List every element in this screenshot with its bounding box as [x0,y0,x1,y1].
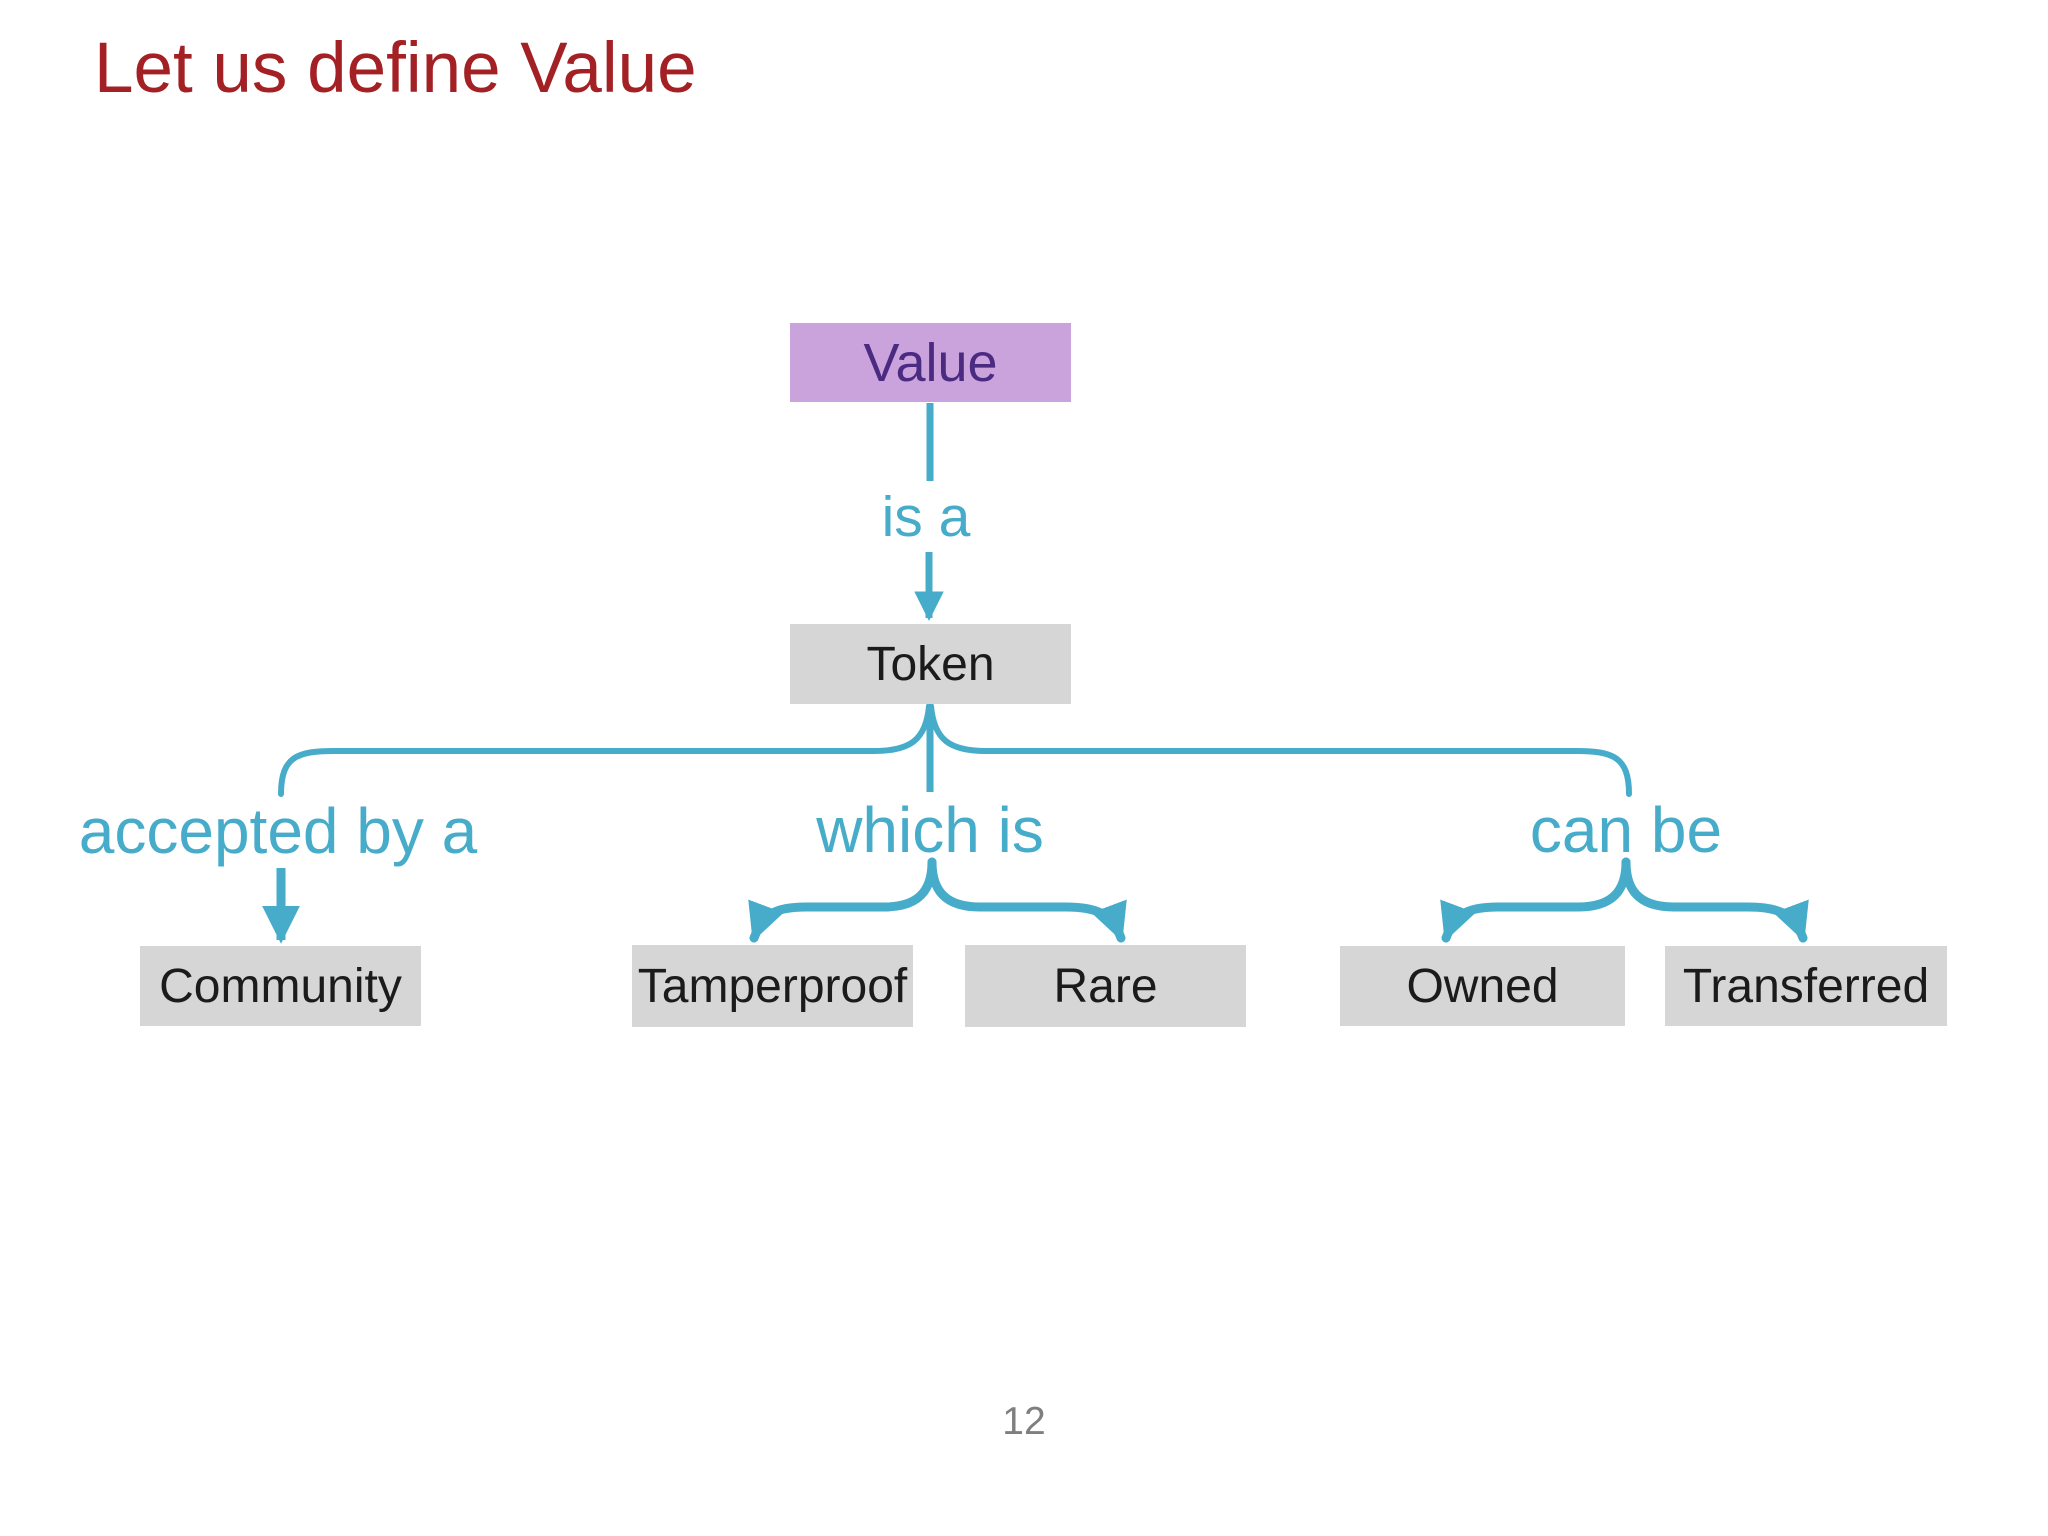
node-rare: Rare [965,945,1246,1027]
slide-title: Let us define Value [94,29,697,108]
edge-label-accepted-by-a: accepted by a [78,795,478,867]
edge-label-can-be: can be [1529,794,1723,866]
edge-canbe-to-transferred-arrow [1621,857,1809,943]
node-community: Community [140,946,421,1026]
token-branch-rail-left [278,703,932,797]
node-owned: Owned [1340,946,1625,1026]
edge-label-which-is: which is [816,794,1044,866]
edge-label-is-a: is a [881,485,971,549]
token-branch-rail-right [928,703,1632,797]
node-tamperproof: Tamperproof [632,945,913,1027]
edge-canbe-to-owned-arrow [1440,857,1631,943]
node-transferred: Transferred [1665,946,1947,1026]
edge-whichis-to-tamperproof-arrow [748,857,937,943]
node-token: Token [790,624,1071,704]
edge-whichis-to-rare-arrow [927,857,1127,943]
page-number: 12 [1002,1400,1046,1443]
node-value: Value [790,323,1071,402]
